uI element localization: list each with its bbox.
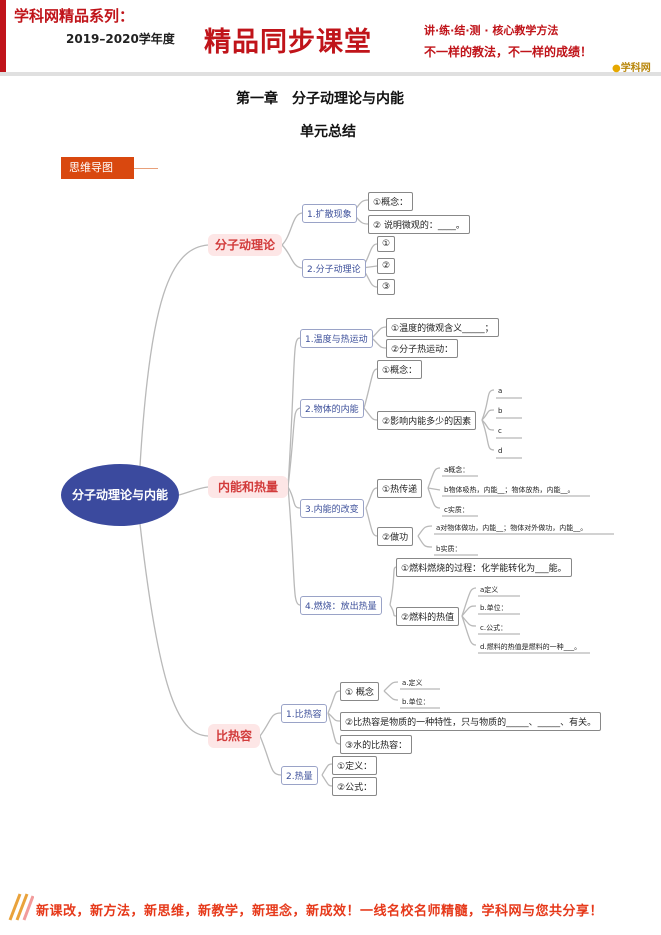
factor-b: b (498, 407, 503, 415)
item-theory-3: ③ (377, 279, 396, 295)
node-internal-energy: 2.物体的内能 (300, 399, 364, 418)
item-heat-value: ②燃料的热值 (396, 607, 460, 626)
footer-decoration (8, 892, 35, 922)
heat-b: b物体吸热，内能__；物体放热，内能__。 (444, 486, 575, 494)
banner-left-bar (0, 0, 6, 76)
item-water-sh: ③水的比热容： (340, 735, 413, 754)
banner-slogan-2: 不一样的教法，不一样的成绩！ (424, 45, 593, 59)
chapter-title: 第一章 分子动理论与内能 (236, 91, 404, 107)
heat-c: c实质： (444, 506, 469, 514)
item-temperature-meaning: ①温度的微观含义_____； (386, 318, 499, 337)
branch-molecular-theory: 分子动理论 (208, 234, 282, 256)
factor-d: d (498, 447, 503, 455)
heat-value-b: b.单位： (480, 604, 508, 612)
factor-c: c (498, 427, 502, 435)
branch-specific-heat: 比热容 (208, 724, 260, 748)
footer-slogan: 新课改，新方法，新思维，新教学，新理念，新成效！一线名校名师精髓，学科网与您共分… (36, 904, 604, 919)
item-theory-2: ② (377, 258, 396, 274)
item-molecular-motion: ②分子热运动： (386, 339, 459, 358)
banner-title: 精品同步课堂 (204, 27, 372, 58)
node-diffusion: 1.扩散现象 (302, 204, 357, 223)
node-temperature-motion: 1.温度与热运动 (300, 329, 373, 348)
item-sh-concept: ① 概念 (340, 682, 379, 701)
item-ie-factors: ②影响内能多少的因素 (377, 411, 477, 430)
mindmap-tag: 思维导图 (61, 157, 134, 179)
heat-value-c: c.公式： (480, 624, 508, 632)
item-diffusion-meaning: ② 说明微观的：____。 (368, 215, 470, 234)
item-ie-concept: ①概念： (377, 360, 423, 379)
item-combustion-process: ①燃料燃烧的过程：化学能转化为___能。 (396, 558, 572, 577)
work-a: a对物体做功，内能__；物体对外做功，内能__。 (436, 524, 588, 532)
heat-a: a概念： (444, 466, 470, 474)
sh-unit: b.单位： (402, 698, 430, 706)
logo-icon: ● (612, 63, 621, 74)
school-year: 2019–2020学年度 (66, 32, 175, 46)
node-heat: 2.热量 (281, 766, 318, 785)
mindmap-tag-line (134, 168, 158, 169)
decor-stripes-icon (8, 893, 35, 921)
item-diffusion-concept: ①概念： (368, 192, 414, 211)
item-theory-1: ① (377, 236, 396, 252)
factor-a: a (498, 387, 503, 395)
item-doing-work: ②做功 (377, 527, 414, 546)
logo-text: 学科网 (620, 63, 651, 74)
heat-value-d: d.燃料的热值是燃料的一种___。 (480, 643, 582, 651)
section-title: 单元总结 (300, 124, 356, 140)
item-sh-property: ②比热容是物质的一种特性，只与物质的_____、_____、有关。 (340, 712, 602, 731)
work-b: b实质： (436, 545, 462, 553)
node-molecular-theory: 2.分子动理论 (302, 259, 366, 278)
banner-slogan-1: 讲·练·结·测 · 核心教学方法 (424, 24, 559, 37)
node-specific-heat: 1.比热容 (281, 704, 327, 723)
heat-value-a: a定义 (480, 586, 499, 594)
banner-bottom-rule (0, 72, 661, 76)
item-heat-definition: ①定义： (332, 756, 378, 775)
mindmap-root: 分子动理论与内能 (61, 464, 179, 526)
series-label: 学科网精品系列： (14, 7, 135, 25)
sh-definition: a.定义 (402, 679, 423, 687)
item-heat-transfer: ①热传递 (377, 479, 423, 498)
node-energy-change: 3.内能的改变 (300, 499, 364, 518)
branch-internal-energy: 内能和热量 (208, 476, 288, 498)
xkw-logo: ●学科网 (612, 59, 651, 74)
header-banner: 学科网精品系列： 2019–2020学年度 精品同步课堂 讲·练·结·测 · 核… (0, 0, 661, 76)
node-combustion: 4.燃烧：放出热量 (300, 596, 382, 615)
item-heat-formula: ②公式： (332, 777, 378, 796)
